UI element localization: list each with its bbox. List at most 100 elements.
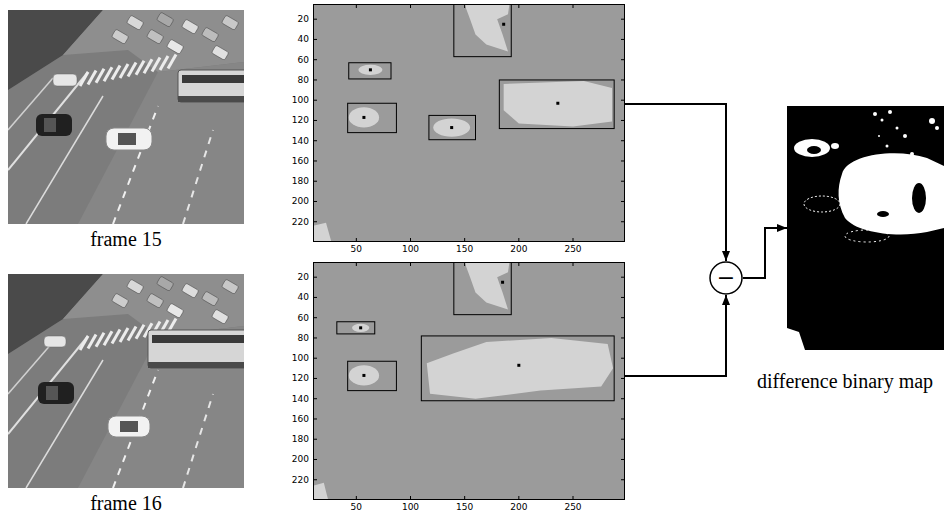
- lane-dash: [183, 394, 213, 488]
- change-region: [831, 143, 839, 149]
- parked-car: [111, 29, 128, 44]
- axis-tick-label: 100: [402, 502, 419, 512]
- foreground-region: [359, 65, 383, 75]
- axis-tick-label: 20: [298, 14, 309, 24]
- centroid-dot: [362, 116, 365, 119]
- axis-tick-label: 180: [292, 434, 309, 444]
- foreground-region: [463, 4, 511, 52]
- axis-tick-label: 220: [292, 217, 309, 227]
- centroid-dot: [501, 281, 504, 284]
- crosswalk-stripe: [128, 326, 136, 340]
- foreground-region: [313, 223, 331, 242]
- bus-windows: [152, 335, 244, 343]
- foreground-region: [463, 262, 511, 310]
- parked-car: [166, 39, 183, 54]
- foreground-region: [504, 81, 612, 127]
- bus-shadow: [148, 362, 244, 368]
- flow-arrow: [625, 104, 726, 261]
- axis-tick-label: 160: [292, 156, 309, 166]
- parked-car: [181, 19, 198, 34]
- change-speck: [896, 127, 899, 130]
- plot-background: [313, 262, 625, 500]
- parked-car: [201, 27, 218, 42]
- centroid-dot: [369, 68, 372, 71]
- centroid-dot: [450, 126, 453, 129]
- parked-car: [221, 15, 238, 30]
- change-region: [839, 153, 944, 234]
- lane-line: [26, 360, 103, 488]
- parked-car: [211, 309, 228, 324]
- change-hole: [912, 183, 926, 213]
- parked-car: [146, 293, 163, 308]
- parked-car: [126, 15, 143, 30]
- binary-map-image: [787, 106, 944, 350]
- change-hole: [877, 211, 889, 217]
- axis-tick-label: 40: [298, 292, 309, 302]
- axis-tick-label: 20: [298, 272, 309, 282]
- segmentation-plot: 2040608010012014016018020022050100150200…: [313, 262, 625, 500]
- parked-car: [221, 279, 238, 294]
- video-frame: frame 16: [8, 274, 244, 488]
- axis-tick-label: 80: [298, 75, 309, 85]
- axis-tick-label: 200: [292, 454, 309, 464]
- axis-tick-label: 150: [456, 244, 473, 254]
- bounding-box: [348, 361, 397, 390]
- bounding-box: [349, 63, 391, 79]
- centroid-dot: [502, 23, 505, 26]
- parked-car: [201, 291, 218, 306]
- operator-symbol: −: [717, 267, 735, 289]
- plot-area: [313, 4, 625, 242]
- lane-line: [26, 96, 103, 224]
- difference-map: difference binary map: [787, 106, 944, 350]
- centroid-dot: [517, 364, 520, 367]
- white-car: [106, 128, 152, 150]
- crosswalk-stripe: [96, 69, 104, 83]
- crosswalk-stripe: [144, 59, 152, 73]
- bounding-box: [421, 336, 614, 401]
- crosswalk-stripe: [88, 334, 96, 348]
- crosswalk-stripe: [80, 336, 88, 350]
- axis-tick-label: 80: [298, 333, 309, 343]
- parking-lot: [63, 10, 244, 72]
- image-caption: difference binary map: [757, 370, 933, 392]
- crosswalk-stripe: [112, 330, 120, 344]
- change-speck: [929, 118, 935, 124]
- crosswalk-stripe: [96, 333, 104, 347]
- image-caption: frame 16: [90, 492, 162, 514]
- lane-dash: [113, 106, 158, 224]
- crosswalk-stripe: [160, 56, 168, 70]
- axis-tick-label: 200: [292, 196, 309, 206]
- axis-tick-label: 60: [298, 313, 309, 323]
- change-speck: [873, 112, 877, 116]
- flow-arrow: [625, 295, 726, 376]
- change-speck: [898, 157, 901, 160]
- axis-tick-label: 120: [292, 115, 309, 125]
- change-outline: [804, 196, 840, 212]
- axis-tick-label: 50: [351, 244, 362, 254]
- white-car: [108, 416, 150, 437]
- video-frame: frame 15: [8, 10, 244, 224]
- axis-tick-label: 140: [292, 394, 309, 404]
- foreground-region: [352, 324, 369, 332]
- bounding-box: [337, 322, 375, 334]
- operator-outline: [710, 262, 742, 294]
- car-window: [118, 133, 136, 145]
- axis-ticks: [313, 4, 625, 500]
- change-region: [794, 139, 830, 157]
- change-speck: [878, 135, 880, 137]
- axis-tick-label: 160: [292, 414, 309, 424]
- dark-car: [38, 382, 74, 404]
- change-speck: [903, 134, 907, 138]
- crosswalk-stripe: [104, 67, 112, 81]
- parked-car: [166, 303, 183, 318]
- crosswalk-stripe: [152, 58, 160, 72]
- axis-tick-label: 50: [351, 502, 362, 512]
- axis-tick-label: 200: [510, 502, 527, 512]
- crosswalk-stripe: [104, 331, 112, 345]
- change-hole: [807, 146, 821, 154]
- subtract-operator: −: [709, 261, 743, 295]
- axis-tick-label: 40: [298, 34, 309, 44]
- lane-dash: [183, 130, 213, 224]
